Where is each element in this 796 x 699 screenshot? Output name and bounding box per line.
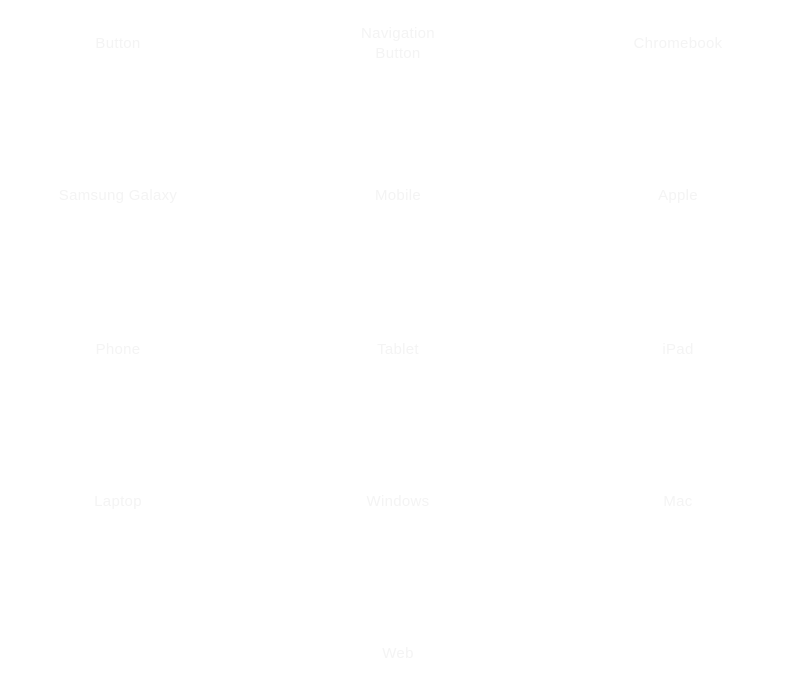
tile-item[interactable]: Mobile	[375, 187, 421, 204]
tile-item[interactable]: Laptop	[94, 493, 142, 510]
tile-item[interactable]: Mac	[663, 493, 693, 510]
tile-item[interactable]: Samsung Galaxy	[58, 187, 178, 204]
tile-item[interactable]: iPad	[662, 341, 694, 358]
tile-item[interactable]: Phone	[95, 341, 141, 358]
tile-item[interactable]: Apple	[658, 187, 698, 204]
tile-item[interactable]: Navigation Button	[361, 25, 435, 62]
tile-item[interactable]: Windows	[366, 493, 430, 510]
tile-item[interactable]: Button	[95, 35, 141, 52]
tile-item[interactable]: Tablet	[377, 341, 419, 358]
tile-item[interactable]: Web	[382, 645, 414, 662]
tile-item[interactable]: Chromebook	[633, 35, 723, 52]
